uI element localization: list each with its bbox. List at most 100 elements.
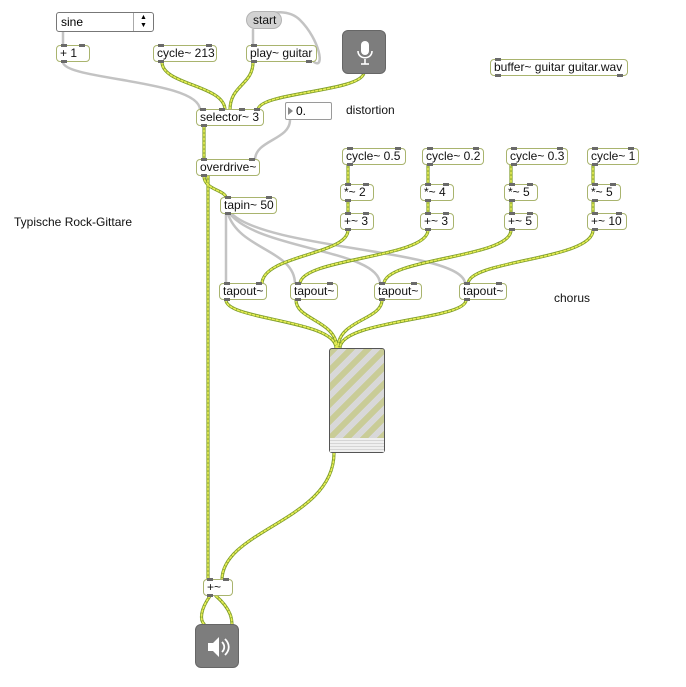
signal-cable[interactable]: [383, 229, 512, 285]
inlet-port[interactable]: [527, 212, 533, 215]
inlet-port[interactable]: [527, 183, 533, 186]
outlet-port[interactable]: [511, 163, 517, 166]
signal-cable[interactable]: [220, 451, 336, 582]
inlet-port[interactable]: [592, 212, 598, 215]
signal-cable[interactable]: [200, 595, 211, 625]
signal-cable[interactable]: [261, 229, 349, 285]
outlet-port[interactable]: [345, 228, 351, 231]
inlet-port[interactable]: [201, 158, 207, 161]
signal-cable[interactable]: [338, 298, 468, 350]
microphone-input-button[interactable]: [342, 30, 386, 74]
inlet-port[interactable]: [610, 183, 616, 186]
inlet-port[interactable]: [509, 183, 515, 186]
inlet-port[interactable]: [425, 183, 431, 186]
signal-cable[interactable]: [224, 298, 338, 350]
chorus-multiply-c[interactable]: *~ 5: [504, 183, 538, 202]
signal-cable[interactable]: [215, 595, 233, 627]
signal-cable[interactable]: [161, 61, 226, 111]
selector-object[interactable]: selector~ 3: [196, 108, 264, 127]
chorus-add-a[interactable]: +~ 3: [340, 212, 374, 231]
signal-cable[interactable]: [260, 228, 350, 286]
signal-cable[interactable]: [199, 594, 212, 626]
signal-cable[interactable]: [214, 594, 234, 628]
menu-arrows-icon[interactable]: ▲▼: [133, 13, 153, 31]
signal-cable[interactable]: [221, 452, 335, 581]
signal-cable[interactable]: [337, 299, 383, 349]
inlet-port[interactable]: [345, 212, 351, 215]
inlet-port[interactable]: [495, 58, 501, 61]
signal-add-object[interactable]: +~: [203, 578, 233, 597]
signal-cable[interactable]: [203, 175, 227, 199]
inlet-port[interactable]: [327, 282, 333, 285]
outlet-port[interactable]: [617, 74, 623, 77]
outlet-port[interactable]: [225, 212, 231, 215]
inlet-port[interactable]: [223, 578, 229, 581]
signal-cable[interactable]: [225, 299, 337, 349]
inlet-port[interactable]: [411, 282, 417, 285]
outlet-port[interactable]: [295, 298, 301, 301]
outlet-port[interactable]: [201, 174, 207, 177]
cycle-213-object[interactable]: cycle~ 213: [153, 44, 217, 63]
tapout-a[interactable]: tapout~: [219, 282, 267, 301]
inlet-port[interactable]: [207, 578, 213, 581]
cable-number-to-overdrive[interactable]: [253, 118, 292, 162]
outlet-port[interactable]: [306, 60, 312, 63]
signal-cable[interactable]: [382, 228, 513, 286]
outlet-port[interactable]: [495, 74, 501, 77]
inlet-port[interactable]: [295, 282, 301, 285]
chorus-multiply-a[interactable]: *~ 2: [340, 183, 374, 202]
inlet-port[interactable]: [200, 108, 206, 111]
outlet-port[interactable]: [158, 60, 164, 63]
chorus-add-d[interactable]: +~ 10: [587, 212, 627, 231]
outlet-port[interactable]: [345, 199, 351, 202]
tapout-d[interactable]: tapout~: [459, 282, 507, 301]
inlet-port[interactable]: [395, 147, 401, 150]
inlet-port[interactable]: [496, 282, 502, 285]
inlet-port[interactable]: [425, 212, 431, 215]
signal-cable[interactable]: [336, 298, 384, 350]
inlet-port[interactable]: [464, 282, 470, 285]
signal-cable[interactable]: [228, 60, 255, 112]
outlet-port[interactable]: [379, 298, 385, 301]
inlet-port[interactable]: [443, 183, 449, 186]
chorus-add-b[interactable]: +~ 3: [420, 212, 454, 231]
inlet-port[interactable]: [592, 183, 598, 186]
inlet-port[interactable]: [158, 44, 164, 47]
inlet-port[interactable]: [219, 108, 225, 111]
inlet-port[interactable]: [379, 282, 385, 285]
inlet-port[interactable]: [616, 212, 622, 215]
inlet-port[interactable]: [345, 183, 351, 186]
inlet-port[interactable]: [206, 44, 212, 47]
chorus-cycle-c[interactable]: cycle~ 0.3: [506, 147, 568, 166]
inlet-port[interactable]: [427, 147, 433, 150]
outlet-port[interactable]: [61, 60, 67, 63]
chorus-cycle-d[interactable]: cycle~ 1: [587, 147, 639, 166]
inlet-port[interactable]: [443, 212, 449, 215]
chorus-cycle-b[interactable]: cycle~ 0.2: [422, 147, 484, 166]
inlet-port[interactable]: [363, 183, 369, 186]
outlet-port[interactable]: [427, 163, 433, 166]
inlet-port[interactable]: [251, 44, 257, 47]
inlet-port[interactable]: [79, 44, 85, 47]
signal-cable[interactable]: [294, 298, 339, 350]
tapout-c[interactable]: tapout~: [374, 282, 422, 301]
signal-cable[interactable]: [466, 228, 595, 286]
inlet-port[interactable]: [511, 147, 517, 150]
inlet-port[interactable]: [224, 282, 230, 285]
outlet-port[interactable]: [425, 228, 431, 231]
chorus-cycle-a[interactable]: cycle~ 0.5: [342, 147, 406, 166]
signal-cable[interactable]: [202, 174, 228, 200]
chorus-add-c[interactable]: +~ 5: [504, 212, 538, 231]
inlet-port[interactable]: [239, 108, 245, 111]
tapout-b[interactable]: tapout~: [290, 282, 338, 301]
inlet-port[interactable]: [61, 44, 67, 47]
signal-cable[interactable]: [298, 228, 430, 286]
distortion-number-box[interactable]: 0.: [285, 102, 332, 120]
inlet-port[interactable]: [254, 108, 260, 111]
inlet-port[interactable]: [473, 147, 479, 150]
outlet-port[interactable]: [592, 163, 598, 166]
inlet-port[interactable]: [249, 158, 255, 161]
cable-plus1-to-selector[interactable]: [61, 60, 202, 112]
signal-cable[interactable]: [160, 60, 227, 112]
